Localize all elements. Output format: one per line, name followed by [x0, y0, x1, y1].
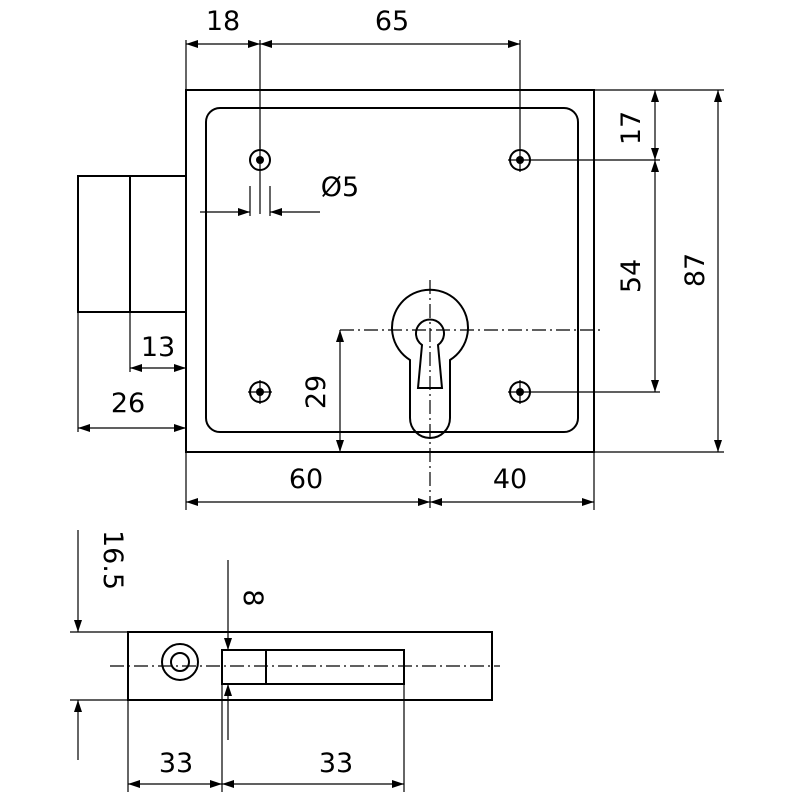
dim-60: 60 — [289, 464, 323, 495]
dim-54: 54 — [616, 259, 647, 293]
dim-dia5: Ø5 — [321, 172, 359, 203]
dim-18: 18 — [206, 6, 240, 37]
cover-plate — [205, 107, 579, 433]
dim-16-5: 16.5 — [97, 530, 128, 590]
dim-26: 26 — [111, 388, 145, 419]
screw-holes — [249, 149, 531, 403]
dim-17: 17 — [616, 111, 647, 145]
bolt-slot — [221, 649, 405, 685]
dim-33-right: 33 — [319, 748, 353, 779]
dim-13: 13 — [141, 332, 175, 363]
follower-outer — [161, 643, 199, 681]
dim-87: 87 — [680, 253, 711, 287]
dim-29: 29 — [301, 375, 332, 409]
dim-8: 8 — [237, 589, 268, 606]
front-view — [77, 40, 660, 508]
dim-65: 65 — [375, 6, 409, 37]
lock-case-outline — [185, 89, 595, 453]
keyhole — [415, 318, 445, 389]
dim-33-left: 33 — [159, 748, 193, 779]
dim-40: 40 — [493, 464, 527, 495]
side-view — [70, 530, 500, 792]
keyhole-escutcheon — [391, 288, 469, 439]
bolt-block — [77, 175, 187, 313]
front-dimensions — [77, 40, 724, 510]
follower-inner — [170, 652, 190, 672]
